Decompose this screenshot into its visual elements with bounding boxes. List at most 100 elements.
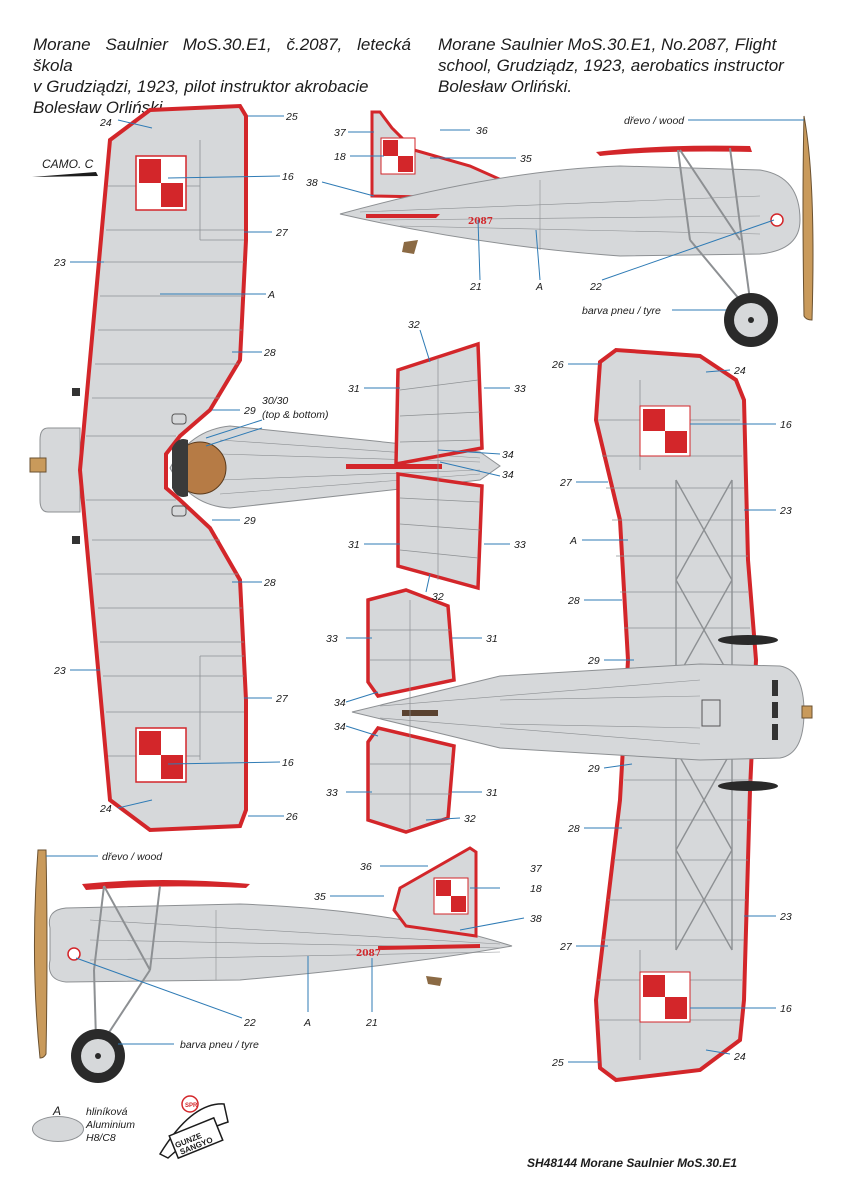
callout-16-a: 16 bbox=[282, 171, 294, 183]
header-czech: Morane Saulnier MoS.30.E1, č.2087, letec… bbox=[33, 34, 411, 118]
header-cz-line-3: Bolesław Orliński. bbox=[33, 98, 168, 117]
callout-A-d: A bbox=[303, 1017, 311, 1029]
callout-29-c: 29 bbox=[587, 655, 600, 667]
wood-label-left: dřevo / wood bbox=[102, 851, 163, 863]
tail-skid-left bbox=[426, 976, 442, 986]
callout-37-b: 37 bbox=[530, 863, 543, 875]
cowl-marking-right bbox=[770, 213, 784, 227]
callout-23-c: 23 bbox=[779, 505, 792, 517]
side-view-right: 2087 bbox=[339, 110, 814, 347]
callout-27-a: 27 bbox=[275, 227, 289, 239]
propeller-right bbox=[802, 115, 814, 321]
callout-31-a: 31 bbox=[348, 383, 360, 395]
header-en-line-2: school, Grudziądz, 1923, aerobatics inst… bbox=[438, 56, 784, 75]
serial-left: 2087 bbox=[356, 949, 381, 959]
callout-23-b: 23 bbox=[53, 665, 66, 677]
side-stripe-right bbox=[366, 214, 440, 218]
callout-18-b: 18 bbox=[530, 883, 542, 895]
propeller-left bbox=[33, 849, 48, 1059]
callout-36-b: 36 bbox=[360, 861, 372, 873]
cowl-marking-left bbox=[67, 947, 81, 961]
callout-23-a: 23 bbox=[53, 257, 66, 269]
side-fin-roundel-right bbox=[380, 137, 416, 175]
logo-badge: SPR bbox=[185, 1103, 198, 1109]
callout-29-b: 29 bbox=[243, 515, 256, 527]
side-fuselage-lines-right bbox=[359, 180, 761, 250]
callout-31-b: 31 bbox=[348, 539, 360, 551]
callout-30-a: 30/30 bbox=[262, 395, 288, 407]
callout-24-c: 24 bbox=[733, 365, 746, 377]
callout-35-b: 35 bbox=[314, 891, 326, 903]
top-view-fuselage bbox=[169, 341, 501, 591]
camo-label: CAMO. C bbox=[42, 157, 94, 171]
callout-32-c: 32 bbox=[464, 813, 476, 825]
underside-roundel-upper bbox=[639, 405, 691, 457]
tail-skid-right bbox=[402, 240, 418, 254]
callout-30-b: (top & bottom) bbox=[262, 409, 329, 421]
top-view-propeller-hub bbox=[29, 457, 47, 473]
side-stripe-left bbox=[378, 944, 480, 950]
underside-fuselage-lines bbox=[379, 679, 701, 745]
callout-18-a: 18 bbox=[334, 151, 346, 163]
legend-description: hliníková Aluminium H8/C8 bbox=[86, 1106, 135, 1145]
top-roundel-upper bbox=[135, 155, 187, 211]
callout-21-b: 21 bbox=[365, 1017, 378, 1029]
callout-34-d: 34 bbox=[334, 721, 346, 733]
callout-38-b: 38 bbox=[530, 913, 542, 925]
top-view-engine-cowl bbox=[39, 427, 81, 513]
callout-29-d: 29 bbox=[587, 763, 600, 775]
lower-wing-struts bbox=[675, 479, 733, 951]
side-upper-wing-right bbox=[596, 145, 752, 156]
tailplane-upper-left bbox=[394, 341, 484, 467]
wing-strut-marker-bottom bbox=[72, 536, 80, 544]
footer-caption: SH48144 Morane Saulnier MoS.30.E1 bbox=[527, 1156, 738, 1170]
callout-28-d: 28 bbox=[567, 823, 580, 835]
underside-view bbox=[351, 347, 813, 1083]
callout-34-a: 34 bbox=[502, 449, 514, 461]
underside-panel bbox=[701, 699, 721, 727]
callout-36-a: 36 bbox=[476, 125, 488, 137]
callout-A-a: A bbox=[267, 289, 275, 301]
top-view-wing bbox=[29, 103, 248, 833]
serial-right: 2087 bbox=[468, 217, 493, 227]
underside-skid bbox=[402, 710, 438, 716]
callout-25-b: 25 bbox=[551, 1057, 564, 1069]
underside-wheel-bottom bbox=[718, 781, 778, 791]
callout-34-c: 34 bbox=[334, 697, 346, 709]
tailplane-ribs bbox=[399, 358, 481, 580]
callout-25-a: 25 bbox=[285, 111, 298, 123]
top-roundel-lower bbox=[135, 727, 187, 783]
callout-A-c: A bbox=[569, 535, 577, 547]
legend-paint-code: H8/C8 bbox=[86, 1132, 116, 1144]
callout-24-a: 24 bbox=[99, 117, 112, 129]
aluminium-swatch bbox=[32, 1116, 84, 1142]
wing-ribs bbox=[86, 140, 244, 760]
underside-wheel-top bbox=[718, 635, 778, 645]
callout-28-b: 28 bbox=[263, 577, 276, 589]
underside-tailplane-bottom bbox=[366, 726, 456, 834]
callout-numbers: 24 25 16 27 23 A 28 29 30/30 (top & bott… bbox=[53, 111, 792, 1069]
callout-33-d: 33 bbox=[326, 787, 338, 799]
legend-name-cz: hliníková bbox=[86, 1106, 128, 1118]
callout-32-a: 32 bbox=[408, 319, 420, 331]
upper-wing-planform bbox=[77, 103, 248, 833]
callout-24-b: 24 bbox=[99, 803, 112, 815]
gunze-sangyo-logo: SPR GUNZE SANGYO bbox=[152, 1092, 232, 1162]
callout-23-d: 23 bbox=[779, 911, 792, 923]
callout-16-c: 16 bbox=[780, 419, 792, 431]
wing-hole-top bbox=[171, 413, 187, 425]
tyre-label-right: barva pneu / tyre bbox=[582, 305, 661, 317]
side-struts-right bbox=[677, 147, 751, 301]
underside-tailplane-ribs bbox=[370, 600, 452, 828]
tyre-label-left: barva pneu / tyre bbox=[180, 1039, 259, 1051]
callout-leaders bbox=[46, 115, 804, 1063]
callout-22-b: 22 bbox=[243, 1017, 256, 1029]
callout-32-b: 32 bbox=[432, 591, 444, 603]
callout-35-a: 35 bbox=[520, 153, 532, 165]
callout-27-d: 27 bbox=[559, 941, 573, 953]
side-fuselage-right bbox=[339, 165, 801, 257]
tailplane-upper-right bbox=[396, 471, 484, 591]
callout-31-d: 31 bbox=[486, 787, 498, 799]
callout-27-c: 27 bbox=[559, 477, 573, 489]
